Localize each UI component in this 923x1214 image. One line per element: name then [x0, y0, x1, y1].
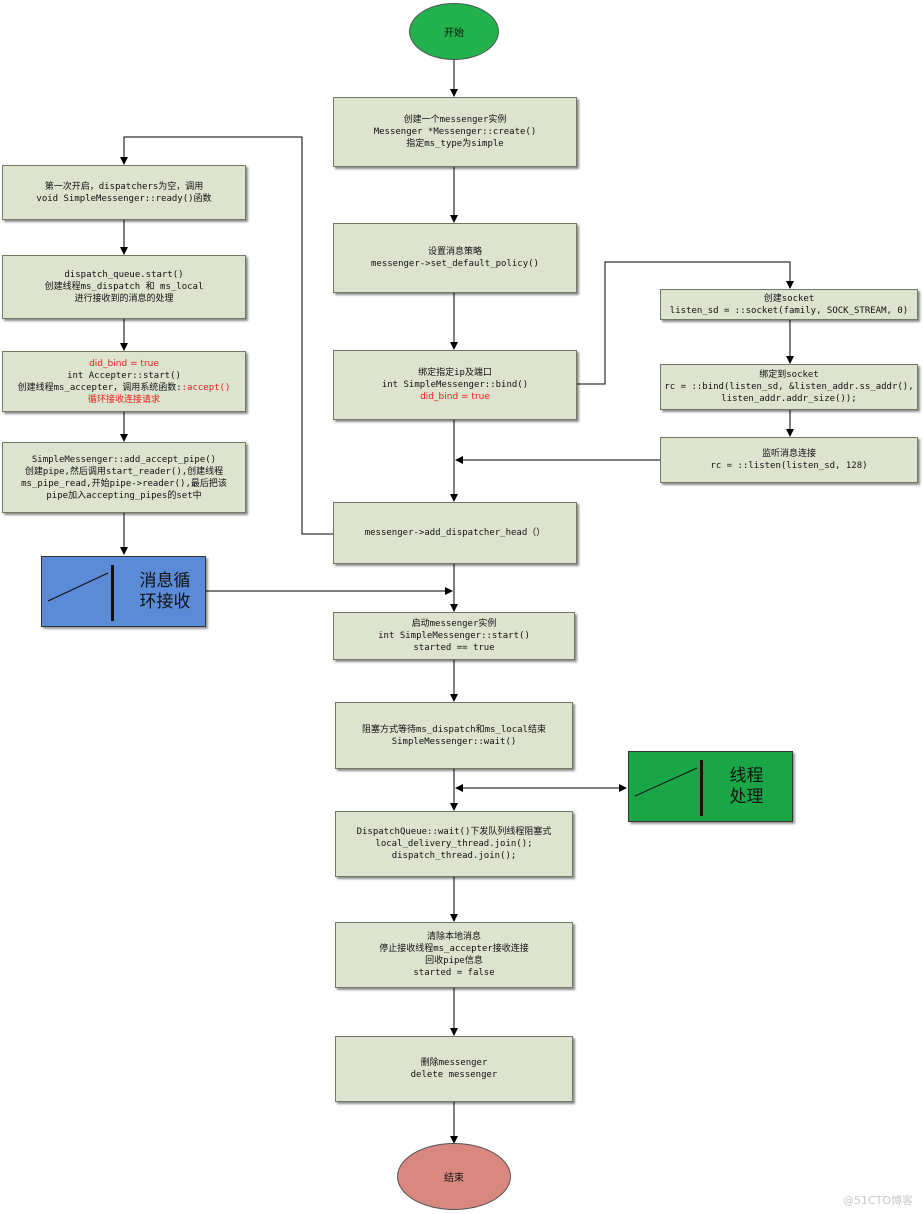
- accepter-box: did_bind = true int Accepter::start() 创建…: [2, 351, 246, 412]
- message-loop-box: 消息循 环接收: [41, 556, 206, 627]
- thread-bar: [700, 760, 703, 816]
- create-messenger-box: 创建一个messenger实例 Messenger *Messenger::cr…: [333, 97, 577, 167]
- loop-indicator-icon: [47, 572, 109, 602]
- thread-process-box: 线程 处理: [628, 751, 793, 822]
- listen-line-2: rc = ::listen(listen_sd, 128): [710, 461, 868, 471]
- delete-line-1: 删除messenger: [420, 1058, 488, 1068]
- bindsock-line-1: 绑定到socket: [759, 370, 819, 380]
- accepter-line-3: 创建线程ms_accepter，调用系统函数::accept(): [18, 382, 231, 394]
- accept-call: :accept(): [181, 382, 231, 393]
- start-inst-line-2: int SimpleMessenger::start(): [378, 631, 530, 641]
- pipe-line-3: ms_pipe_read,开始pipe->reader(),最后把该: [21, 478, 227, 489]
- start-node: 开始: [409, 3, 499, 60]
- thread-indicator-icon: [634, 767, 698, 797]
- dispatch-queue-box: dispatch_queue.start() 创建线程ms_dispatch 和…: [2, 255, 246, 319]
- queue-wait-box: DispatchQueue::wait()下发队列线程阻塞式 local_del…: [335, 811, 573, 877]
- accepter-line-2: int Accepter::start(): [67, 370, 181, 381]
- socket-line-1: 创建socket: [763, 293, 815, 304]
- accepter-line-4: 循环接收连接请求: [87, 394, 160, 405]
- policy-line-1: 设置消息策略: [427, 247, 482, 257]
- set-policy-box: 设置消息策略 messenger->set_default_policy(): [333, 223, 577, 293]
- accepter-line-1: did_bind = true: [89, 358, 159, 369]
- create-line-2: Messenger *Messenger::create(): [373, 127, 537, 137]
- queue-wait-line-1: DispatchQueue::wait()下发队列线程阻塞式: [356, 827, 552, 837]
- queue-wait-line-2: local_delivery_thread.join();: [375, 839, 533, 849]
- loop-text-2: 环接收: [139, 592, 191, 612]
- dq-line-3: 进行接收到的消息的处理: [74, 294, 174, 304]
- start-inst-line-3: started == true: [413, 643, 495, 653]
- bind-box: 绑定指定ip及端口 int SimpleMessenger::bind() di…: [333, 350, 577, 420]
- delete-line-2: delete messenger: [410, 1070, 498, 1080]
- add-dispatcher-box: messenger->add_dispatcher_head（）: [333, 502, 577, 564]
- thread-text-2: 处理: [729, 787, 764, 807]
- clear-line-3: 回收pipe信息: [425, 956, 483, 966]
- pipe-line-2: 创建pipe,然后调用start_reader(),创建线程: [24, 466, 224, 477]
- wait-line-2: SimpleMessenger::wait(): [391, 736, 517, 747]
- dq-line-2: 创建线程ms_dispatch 和 ms_local: [44, 282, 204, 292]
- first-line-1: 第一次开启，dispatchers为空，调用: [44, 181, 204, 192]
- start-instance-box: 启动messenger实例 int SimpleMessenger::start…: [333, 612, 575, 660]
- dispatcher-line-1: messenger->add_dispatcher_head（）: [364, 528, 546, 538]
- wait-line-1: 阻塞方式等待ms_dispatch和ms_local结束: [362, 724, 546, 735]
- clear-box: 清除本地消息 停止接收线程ms_accepter接收连接 回收pipe信息 st…: [335, 922, 573, 988]
- listen-box: 监听消息连接 rc = ::listen(listen_sd, 128): [660, 437, 918, 483]
- bind-line-1: 绑定指定ip及端口: [418, 368, 492, 378]
- socket-line-2: listen_sd = ::socket(family, SOCK_STREAM…: [669, 305, 909, 316]
- clear-line-1: 清除本地消息: [426, 932, 481, 942]
- end-node: 结束: [397, 1143, 511, 1210]
- start-label: 开始: [444, 28, 464, 39]
- end-label: 结束: [444, 1173, 464, 1184]
- bindsock-line-3: listen_addr.addr_size());: [721, 394, 857, 404]
- loop-text-1: 消息循: [139, 571, 191, 591]
- pipe-line-1: SimpleMessenger::add_accept_pipe(): [31, 454, 217, 465]
- create-socket-box: 创建socket listen_sd = ::socket(family, SO…: [660, 289, 918, 320]
- bind-line-3: did_bind = true: [420, 392, 490, 402]
- thread-text-1: 线程: [729, 766, 764, 786]
- accepter-line-3-text: 创建线程ms_accepter，调用系统函数:: [17, 382, 182, 393]
- create-line-1: 创建一个messenger实例: [403, 115, 507, 125]
- accept-pipe-box: SimpleMessenger::add_accept_pipe() 创建pip…: [2, 442, 246, 513]
- loop-bar: [111, 565, 114, 621]
- first-line-2: void SimpleMessenger::ready()函数: [36, 193, 212, 204]
- policy-line-2: messenger->set_default_policy(): [371, 259, 539, 269]
- create-line-3: 指定ms_type为simple: [406, 139, 504, 149]
- first-start-box: 第一次开启，dispatchers为空，调用 void SimpleMessen…: [2, 165, 246, 220]
- watermark: @51CTO博客: [842, 1194, 913, 1207]
- delete-box: 删除messenger delete messenger: [335, 1036, 573, 1102]
- bind-socket-box: 绑定到socket rc = ::bind(listen_sd, &listen…: [660, 364, 918, 410]
- wait-box: 阻塞方式等待ms_dispatch和ms_local结束 SimpleMesse…: [335, 702, 573, 769]
- bindsock-line-2: rc = ::bind(listen_sd, &listen_addr.ss_a…: [664, 382, 914, 392]
- listen-line-1: 监听消息连接: [761, 449, 816, 459]
- start-inst-line-1: 启动messenger实例: [411, 619, 497, 629]
- queue-wait-line-3: dispatch_thread.join();: [391, 851, 517, 861]
- pipe-line-4: pipe加入accepting_pipes的set中: [46, 490, 202, 501]
- clear-line-2: 停止接收线程ms_accepter接收连接: [379, 944, 529, 954]
- bind-line-2: int SimpleMessenger::bind(): [381, 380, 529, 390]
- dq-line-1: dispatch_queue.start(): [64, 270, 184, 280]
- clear-line-4: started = false: [413, 968, 495, 978]
